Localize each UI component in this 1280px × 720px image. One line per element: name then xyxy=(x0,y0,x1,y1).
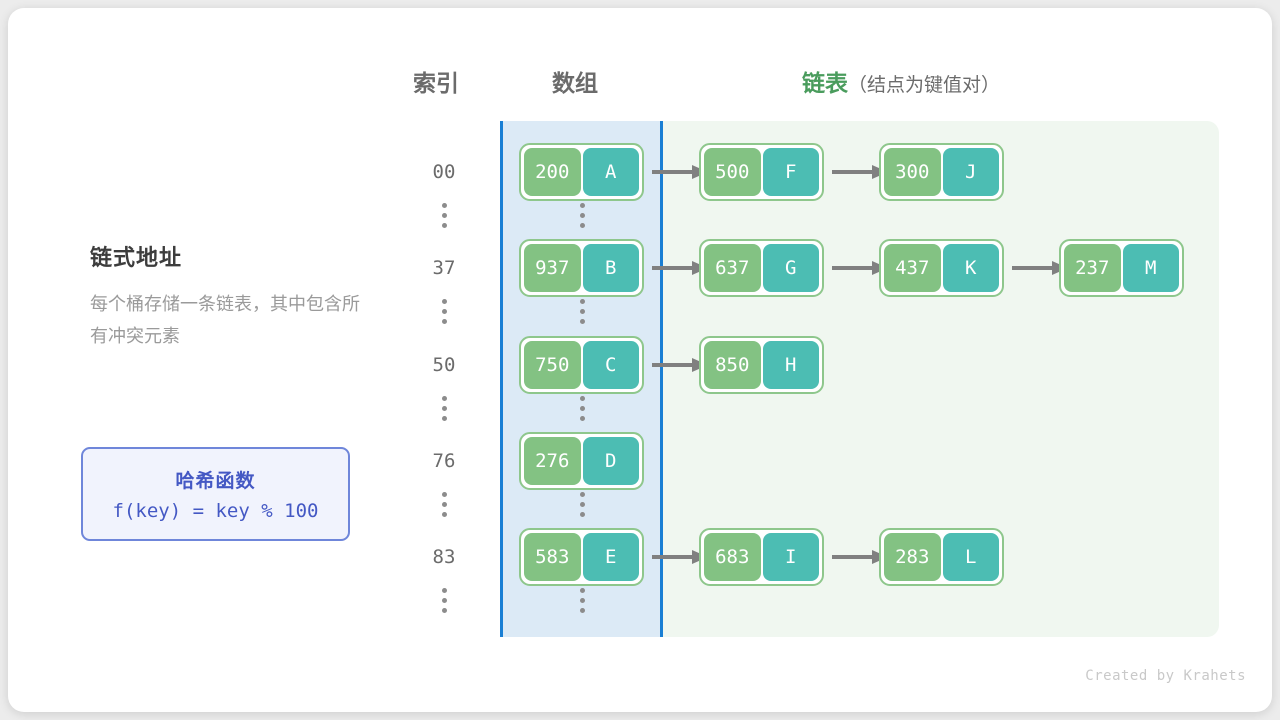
node-key: 437 xyxy=(884,244,941,292)
node-value: D xyxy=(582,437,639,485)
bucket-index-label: 83 xyxy=(432,546,456,568)
vertical-ellipsis-icon xyxy=(579,396,585,421)
node-value: J xyxy=(942,148,999,196)
bucket-index-label: 76 xyxy=(432,450,456,472)
node-value: G xyxy=(762,244,819,292)
vertical-ellipsis-icon xyxy=(441,203,447,228)
node-key: 683 xyxy=(704,533,761,581)
ellipsis-row xyxy=(8,299,1272,339)
lead-body: 每个桶存储一条链表，其中包含所有冲突元素 xyxy=(90,294,360,346)
vertical-ellipsis-icon xyxy=(441,588,447,613)
column-header-linked-list-main: 链表 xyxy=(802,70,848,96)
hash-function-formula: f(key) = key % 100 xyxy=(112,500,319,522)
node-key: 583 xyxy=(524,533,581,581)
vertical-ellipsis-icon xyxy=(579,492,585,517)
node-value: C xyxy=(582,341,639,389)
node-value: E xyxy=(582,533,639,581)
node-value: K xyxy=(942,244,999,292)
diagram-card: 索引 数组 链表（结点为键值对） 链式地址 每个桶存储一条链表，其中包含所有冲突… xyxy=(8,8,1272,712)
node-key: 276 xyxy=(524,437,581,485)
column-header-linked-list: 链表（结点为键值对） xyxy=(802,64,1000,98)
node-key: 850 xyxy=(704,341,761,389)
vertical-ellipsis-icon xyxy=(441,299,447,324)
node-key: 300 xyxy=(884,148,941,196)
column-header-index: 索引 xyxy=(413,70,459,96)
node-key: 937 xyxy=(524,244,581,292)
lead-title: 链式地址 xyxy=(90,245,183,270)
bucket-index-label: 00 xyxy=(432,161,456,183)
node-value: I xyxy=(762,533,819,581)
vertical-ellipsis-icon xyxy=(441,396,447,421)
node-value: B xyxy=(582,244,639,292)
node-key: 500 xyxy=(704,148,761,196)
node-key: 200 xyxy=(524,148,581,196)
credit-label: Created by Krahets xyxy=(1085,668,1246,684)
ellipsis-row xyxy=(8,588,1272,628)
node-value: H xyxy=(762,341,819,389)
hash-function-box: 哈希函数 f(key) = key % 100 xyxy=(81,447,350,541)
column-header-linked-list-sub: （结点为键值对） xyxy=(848,75,1001,96)
ellipsis-row xyxy=(8,396,1272,436)
node-key: 750 xyxy=(524,341,581,389)
node-key: 283 xyxy=(884,533,941,581)
ellipsis-row xyxy=(8,492,1272,532)
hash-function-title: 哈希函数 xyxy=(175,471,256,492)
bucket-index-label: 37 xyxy=(432,257,456,279)
vertical-ellipsis-icon xyxy=(579,203,585,228)
bucket-index-label: 50 xyxy=(432,354,456,376)
node-value: M xyxy=(1122,244,1179,292)
node-value: L xyxy=(942,533,999,581)
node-value: F xyxy=(762,148,819,196)
vertical-ellipsis-icon xyxy=(441,492,447,517)
node-key: 237 xyxy=(1064,244,1121,292)
vertical-ellipsis-icon xyxy=(579,588,585,613)
vertical-ellipsis-icon xyxy=(579,299,585,324)
node-value: A xyxy=(582,148,639,196)
node-key: 637 xyxy=(704,244,761,292)
column-header-array: 数组 xyxy=(552,70,598,96)
ellipsis-row xyxy=(8,203,1272,243)
